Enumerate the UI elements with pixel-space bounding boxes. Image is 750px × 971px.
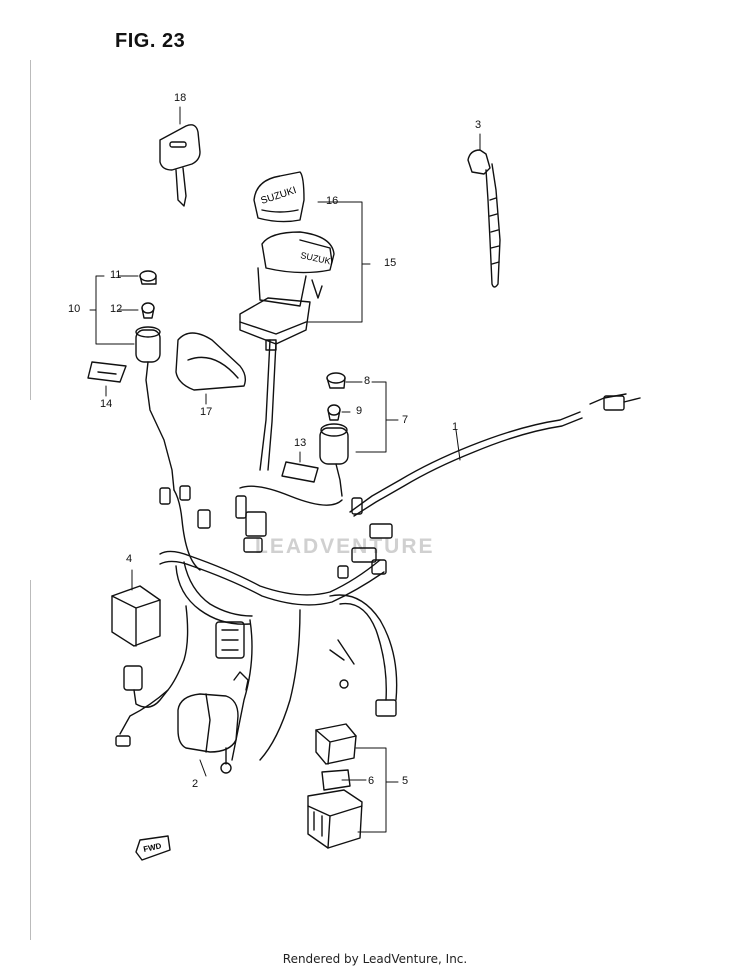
callout-15: 15 — [384, 257, 397, 269]
callout-10: 10 — [68, 303, 81, 315]
callout-6: 6 — [368, 775, 375, 787]
callout-14: 14 — [100, 398, 113, 410]
switch-brand-marking: SUZUKI — [300, 250, 334, 267]
callout-16: 16 — [326, 195, 339, 207]
callout-13: 13 — [294, 437, 307, 449]
ignition-switch-part — [239, 231, 335, 351]
callout-9: 9 — [356, 405, 363, 417]
callout-8: 8 — [364, 375, 371, 387]
watermark: LEADVENTURE — [255, 535, 435, 558]
ignition-cap-part — [253, 171, 305, 223]
meter-socket-part — [319, 372, 349, 497]
warning-label-part — [87, 361, 127, 383]
main-wiring-harness — [119, 339, 641, 761]
footer-credit: Rendered by LeadVenture, Inc. — [282, 952, 468, 966]
small-label-part — [281, 461, 319, 483]
binding-margin-line — [30, 60, 31, 400]
leader-lines — [89, 106, 481, 833]
fuse-box-part — [307, 699, 397, 849]
fwd-tag-text: FWD — [143, 841, 163, 854]
callout-3: 3 — [475, 119, 482, 131]
ignition-label-sticker — [175, 332, 247, 391]
binding-margin-line — [30, 580, 31, 940]
fig-title: FIG. 23 — [115, 30, 186, 52]
callout-1: 1 — [452, 421, 459, 433]
fwd-arrow-tag — [135, 835, 171, 861]
callout-11: 11 — [110, 269, 122, 281]
callout-18: 18 — [174, 92, 187, 104]
callout-12: 12 — [110, 303, 123, 315]
turn-signal-relay-part — [177, 639, 355, 774]
callout-17: 17 — [200, 406, 213, 418]
ignition-key-part — [159, 124, 201, 207]
cap-brand-marking: SUZUKI — [260, 185, 298, 207]
cable-tie-part — [467, 149, 501, 288]
harness-connectors — [159, 485, 393, 659]
callout-5: 5 — [402, 775, 409, 787]
indicator-socket-part — [135, 270, 175, 491]
relay-part — [111, 585, 169, 747]
callout-4: 4 — [126, 553, 133, 565]
callout-2: 2 — [192, 778, 199, 790]
callout-7: 7 — [402, 414, 409, 426]
